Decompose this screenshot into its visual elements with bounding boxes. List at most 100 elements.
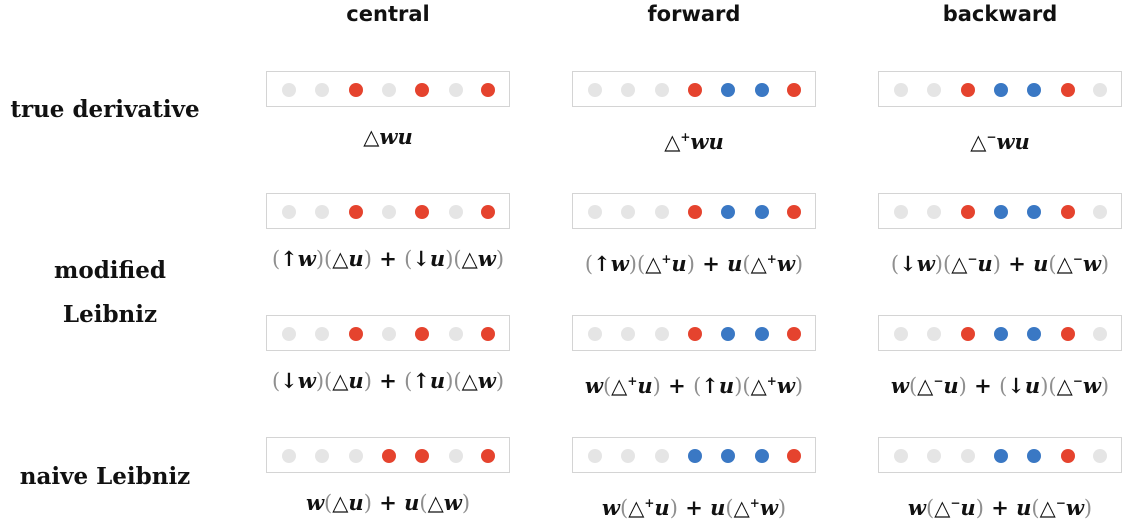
formula-token: − — [1055, 496, 1066, 510]
stencil-strip-central — [266, 315, 510, 351]
stencil-point-red — [415, 83, 429, 97]
stencil-point-red — [349, 205, 363, 219]
formula-token: ) — [628, 252, 637, 276]
formula-token: △ — [733, 495, 750, 520]
formula-token: w — [759, 495, 778, 520]
formula-central: w(△u) + u(△w) — [228, 489, 548, 517]
formula-token: ( — [419, 491, 428, 515]
formula-token: ( — [908, 374, 918, 398]
stencil-point-gray — [927, 83, 941, 97]
stencil-point-gray — [588, 83, 602, 97]
stencil-point-gray — [927, 205, 941, 219]
stencil-point-gray — [449, 449, 463, 463]
formula-token: u — [1024, 373, 1041, 398]
formula-token: u — [348, 368, 364, 393]
stencil-point-gray — [927, 449, 941, 463]
stencil-point-gray — [282, 327, 296, 341]
formula-token: ( — [942, 252, 952, 276]
column-header-forward: forward — [647, 2, 741, 26]
formula-token: w — [297, 246, 316, 271]
stencil-point-gray — [655, 205, 669, 219]
stencil-point-red — [415, 205, 429, 219]
formula-token: ↑ — [280, 246, 298, 271]
formula-forward: w(△+u) + (↑u)(△+w) — [534, 367, 854, 398]
formula-token: + — [766, 374, 777, 388]
formula-token: − — [986, 130, 997, 144]
stencil-point-gray — [588, 327, 602, 341]
stencil-point-gray — [315, 449, 329, 463]
formula-token: △ — [1056, 373, 1073, 398]
formula-central: △wu — [228, 123, 548, 151]
formula-token: u — [671, 251, 687, 276]
row-label-modified-leibniz: modified Leibniz — [20, 249, 200, 337]
formula-token: u — [710, 495, 726, 520]
formula-token: ) — [363, 369, 372, 393]
stencil-point-gray — [1093, 449, 1107, 463]
formula-token: ( — [636, 252, 646, 276]
formula-forward: w(△+u) + u(△+w) — [534, 489, 854, 520]
formula-token: △ — [970, 129, 987, 154]
formula-token: △ — [611, 373, 628, 398]
formula-token: + — [680, 130, 691, 144]
formula-token: + — [371, 368, 405, 393]
stencil-point-red — [688, 327, 702, 341]
row-label-line-1: modified — [54, 257, 166, 284]
formula-token: w — [690, 129, 709, 154]
formula-token: ( — [271, 369, 281, 393]
stencil-point-gray — [927, 327, 941, 341]
formula-token: ( — [271, 247, 281, 271]
stencil-point-red — [349, 327, 363, 341]
formula-token: − — [1072, 252, 1083, 266]
stencil-point-gray — [349, 449, 363, 463]
stencil-point-gray — [1093, 83, 1107, 97]
stencil-point-red — [481, 449, 495, 463]
stencil-point-red — [1061, 83, 1075, 97]
formula-token: △ — [934, 495, 951, 520]
stencil-point-red — [481, 205, 495, 219]
stencil-point-gray — [588, 205, 602, 219]
formula-token: + — [694, 251, 728, 276]
stencil-point-blue — [1027, 449, 1041, 463]
formula-forward: (↑w)(△+u) + u(△+w) — [534, 245, 854, 276]
formula-token: ) — [1100, 374, 1110, 398]
stencil-point-red — [1061, 327, 1075, 341]
formula-token: u — [429, 368, 446, 393]
formula-token: ↑ — [701, 373, 719, 398]
formula-token: + — [677, 495, 711, 520]
stencil-point-gray — [621, 205, 635, 219]
stencil-point-gray — [621, 449, 635, 463]
stencil-strip-forward — [572, 193, 816, 229]
formula-token: w — [584, 373, 603, 398]
stencil-strip-central — [266, 71, 510, 107]
stencil-point-red — [415, 449, 429, 463]
formula-token: △ — [750, 373, 767, 398]
formula-token: w — [1082, 373, 1101, 398]
stencil-point-gray — [449, 327, 463, 341]
formula-token: w — [610, 251, 629, 276]
formula-token: ↓ — [1007, 373, 1025, 398]
stencil-point-blue — [994, 449, 1008, 463]
formula-token: w — [305, 490, 325, 515]
formula-token: u — [654, 495, 670, 520]
formula-token: ( — [453, 369, 462, 393]
formula-token: ( — [742, 252, 751, 276]
stencil-point-gray — [655, 449, 669, 463]
stencil-point-red — [349, 83, 363, 97]
formula-token: w — [907, 495, 926, 520]
formula-token: u — [1016, 495, 1032, 520]
formula-token: u — [718, 373, 735, 398]
formula-central: (↓w)(△u) + (↑u)(△w) — [228, 367, 548, 395]
formula-token: △ — [461, 368, 478, 393]
stencil-point-gray — [315, 205, 329, 219]
formula-token: △ — [332, 246, 349, 271]
formula-token: u — [397, 124, 413, 149]
stencil-point-gray — [1093, 205, 1107, 219]
stencil-point-red — [688, 205, 702, 219]
stencil-point-gray — [621, 327, 635, 341]
formula-token: ) — [445, 247, 454, 271]
formula-token: △ — [461, 246, 478, 271]
formula-forward: △+wu — [534, 123, 854, 154]
stencil-point-gray — [382, 83, 396, 97]
formula-token: + — [627, 374, 638, 388]
stencil-point-blue — [755, 83, 769, 97]
